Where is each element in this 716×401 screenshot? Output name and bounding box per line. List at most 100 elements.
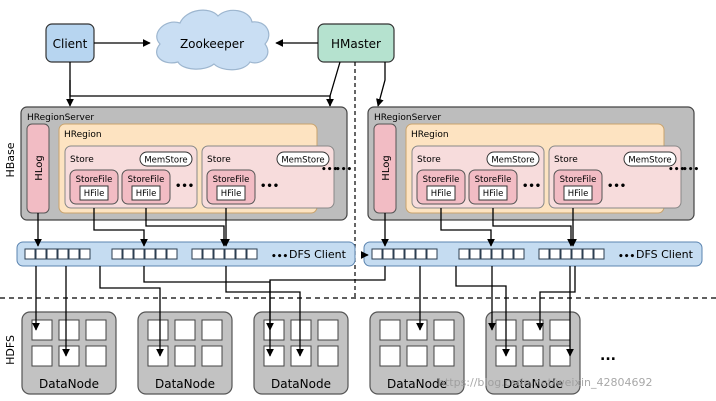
- dfs-to-datanode-arrow-6: [266, 266, 386, 357]
- hfile-label: HFile: [483, 189, 504, 199]
- storefile-ellipsis: •••: [522, 181, 541, 192]
- dfs-block: [582, 248, 594, 260]
- datanode-block: [31, 319, 53, 341]
- storefile-label: StoreFile: [475, 175, 512, 185]
- memstore-label: MemStore: [144, 156, 187, 166]
- hdfs-side-label: HDFS: [4, 335, 17, 365]
- hfile-box[interactable]: [563, 185, 593, 201]
- storefile-to-dfs-arrow-1: [93, 208, 148, 247]
- dfs-ellipsis: •••: [618, 252, 635, 262]
- hlog-label: HLog: [381, 155, 392, 180]
- dfs-block: [560, 248, 572, 260]
- datanode-block: [379, 319, 401, 341]
- hfile-box[interactable]: [216, 185, 246, 201]
- zookeeper-cloud[interactable]: Zookeeper: [156, 9, 270, 71]
- datanode-3[interactable]: DataNode: [253, 311, 349, 395]
- store-label: Store: [554, 155, 578, 165]
- dfs-client-label: DFS Client: [636, 248, 694, 261]
- datanode-block: [58, 345, 80, 367]
- client-branch-line: [69, 80, 331, 106]
- dfs-block: [122, 248, 134, 260]
- datanode-label: DataNode: [39, 377, 99, 391]
- client-node[interactable]: Client: [45, 23, 95, 63]
- dfs-block: [79, 248, 91, 260]
- dfs-block: [404, 248, 416, 260]
- memstore-label: MemStore: [281, 156, 324, 166]
- watermark-text: https://blog.csdn.net/weixin_42804692: [438, 376, 653, 389]
- region-ellipsis-inner: •••: [668, 165, 685, 175]
- dfs-block: [538, 248, 550, 260]
- memstore-box[interactable]: [276, 151, 330, 167]
- hmaster-to-right-server-arrow: [376, 62, 386, 107]
- dfs-block: [371, 248, 383, 260]
- dfs-to-datanode-arrow-10: [536, 266, 576, 331]
- dfs-block: [24, 248, 36, 260]
- hbase-side-label: HBase: [4, 142, 17, 177]
- hfile-box[interactable]: [131, 185, 161, 201]
- datanode-block: [406, 345, 428, 367]
- hmaster-node[interactable]: HMaster: [317, 23, 395, 63]
- datanode-2[interactable]: DataNode: [137, 311, 233, 395]
- dfs-client-bar[interactable]: •••DFS Client: [16, 241, 356, 267]
- dfs-block: [68, 248, 80, 260]
- memstore-label: MemStore: [628, 156, 671, 166]
- datanode-block: [433, 345, 455, 367]
- hfile-box[interactable]: [426, 185, 456, 201]
- dfs-ellipsis: •••: [271, 252, 288, 262]
- dfs-block: [469, 248, 481, 260]
- dfs-block: [571, 248, 583, 260]
- hfile-label: HFile: [431, 189, 452, 199]
- datanode-block: [433, 319, 455, 341]
- storefile-label: StoreFile: [128, 175, 165, 185]
- dfs-block: [57, 248, 69, 260]
- memstore-box[interactable]: [486, 151, 540, 167]
- dfs-block: [166, 248, 178, 260]
- dfs-block: [191, 248, 203, 260]
- datanode-label: DataNode: [387, 377, 447, 391]
- memstore-box[interactable]: [139, 151, 193, 167]
- datanode-block: [147, 319, 169, 341]
- dfs-block: [393, 248, 405, 260]
- region-ellipsis-inner: •••: [321, 165, 338, 175]
- datanode-block: [317, 345, 339, 367]
- hfile-box[interactable]: [79, 185, 109, 201]
- memstore-label: MemStore: [491, 156, 534, 166]
- dfs-block: [224, 248, 236, 260]
- hregionserver-label: HRegionServer: [374, 113, 441, 123]
- datanode-block: [290, 319, 312, 341]
- dfs-client-bar[interactable]: •••DFS Client: [363, 241, 703, 267]
- storefile-to-dfs-arrow-2: [145, 208, 228, 247]
- dfs-block: [246, 248, 258, 260]
- dfs-block: [593, 248, 605, 260]
- dfs-block: [491, 248, 503, 260]
- storefile-to-dfs-arrow-2: [492, 208, 575, 247]
- datanode-label: DataNode: [503, 377, 563, 391]
- datanodes-ellipsis: ...: [600, 348, 616, 364]
- dfs-to-datanode-arrow-8: [455, 266, 510, 357]
- storefile-ellipsis: •••: [175, 181, 194, 192]
- memstore-box[interactable]: [623, 151, 677, 167]
- storefile-label: StoreFile: [560, 175, 597, 185]
- storefile-label: StoreFile: [423, 175, 460, 185]
- dfs-block: [235, 248, 247, 260]
- dfs-block: [480, 248, 492, 260]
- datanode-block: [263, 319, 285, 341]
- datanode-label: DataNode: [155, 377, 215, 391]
- store-label: Store: [207, 155, 231, 165]
- dfs-block: [415, 248, 427, 260]
- hfile-label: HFile: [84, 189, 105, 199]
- storefile-to-dfs-arrow-1: [440, 208, 495, 247]
- datanode-5[interactable]: DataNode: [485, 311, 581, 395]
- dfs-block: [513, 248, 525, 260]
- datanode-4[interactable]: DataNode: [369, 311, 465, 395]
- zookeeper-label: Zookeeper: [180, 37, 244, 51]
- hfile-box[interactable]: [478, 185, 508, 201]
- hregionserver-label: HRegionServer: [27, 113, 94, 123]
- datanode-block: [263, 345, 285, 367]
